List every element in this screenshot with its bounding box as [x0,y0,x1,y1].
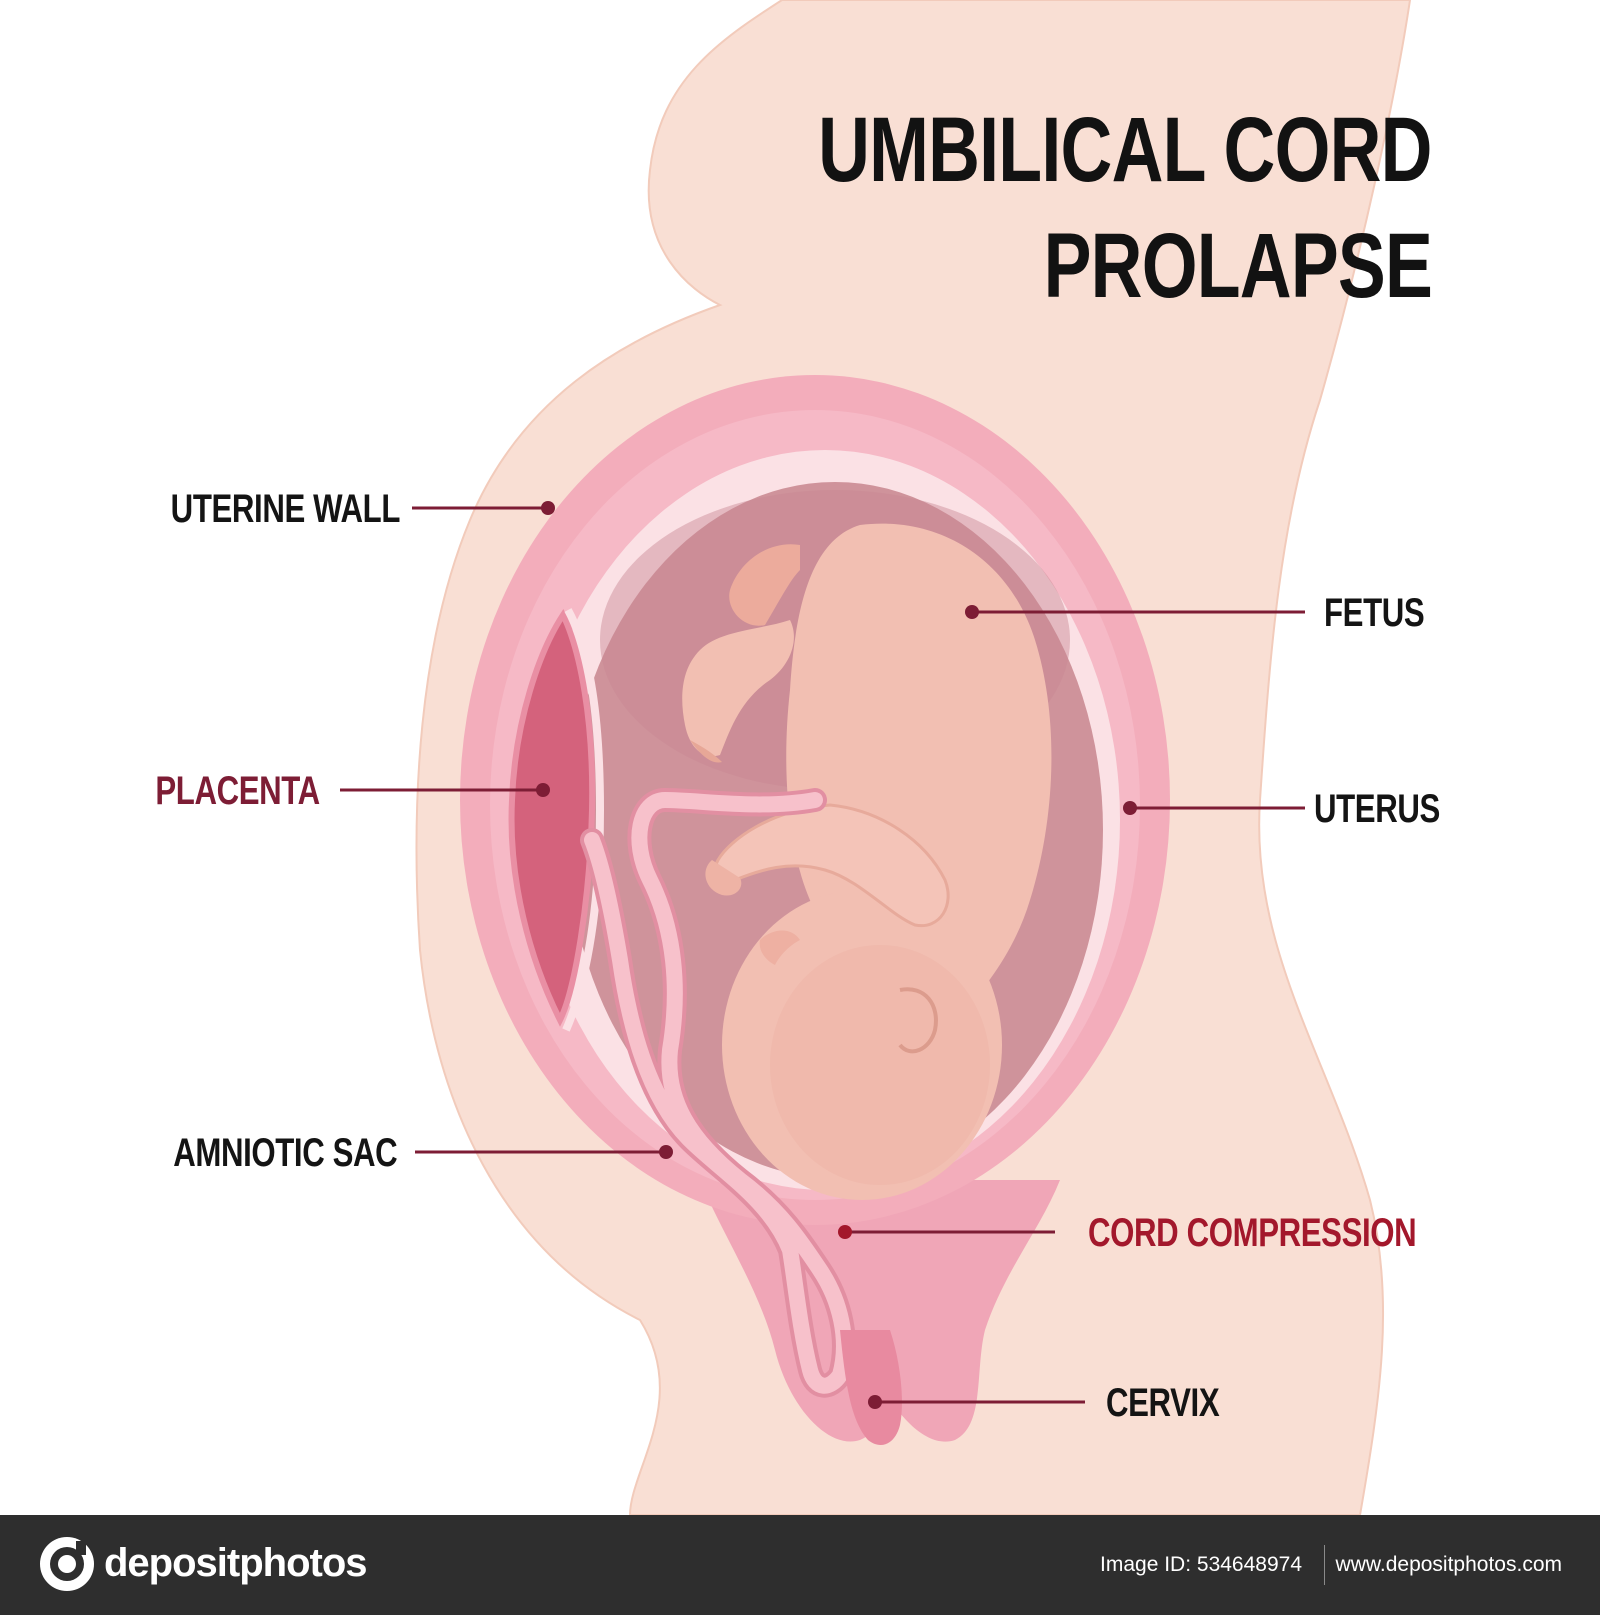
leader-lines [340,506,1305,1404]
title-line-2: PROLAPSE [1043,215,1432,317]
umbilical-cord [584,792,852,1394]
depositphotos-logo-icon [40,1537,94,1591]
anatomy-illustration [340,0,1412,1515]
footer-bar: depositphotos Image ID: 534648974 www.de… [0,1515,1600,1615]
dot-cervix [868,1395,882,1409]
dot-fetus [965,605,979,619]
dot-cord-compression [838,1225,852,1239]
fetus-ear [898,987,938,1054]
cervix [840,1330,902,1445]
fetus-leg-upper [729,544,800,626]
dot-uterine-wall [541,501,555,515]
footer-website: www.depositphotos.com [1335,1553,1562,1576]
placenta [508,608,596,1027]
label-cervix: CERVIX [1106,1381,1220,1425]
label-uterine-wall: UTERINE WALL [170,487,401,531]
fetus-foot [690,740,722,763]
label-fetus: FETUS [1324,591,1425,635]
footer-brand: depositphotos [104,1541,368,1585]
dot-uterus [1123,801,1137,815]
label-amniotic-sac: AMNIOTIC SAC [172,1131,398,1175]
label-cord-compression: CORD COMPRESSION [1088,1211,1417,1255]
fetus-face [759,930,800,965]
dot-placenta [536,783,550,797]
title-line-1: UMBILICAL CORD [818,99,1432,201]
fetus-arm [713,803,950,928]
footer-divider [1324,1545,1325,1585]
dot-amniotic-sac [659,1145,673,1159]
label-placenta: PLACENTA [155,769,321,813]
leader-dots [536,501,1137,1409]
fetus-hand [705,860,742,896]
placenta-edge [562,608,605,1032]
footer-image-id: Image ID: 534648974 [1100,1553,1302,1576]
label-uterus: UTERUS [1314,787,1440,831]
fetus-leg [682,620,794,757]
fetus-head-shade [770,945,990,1185]
